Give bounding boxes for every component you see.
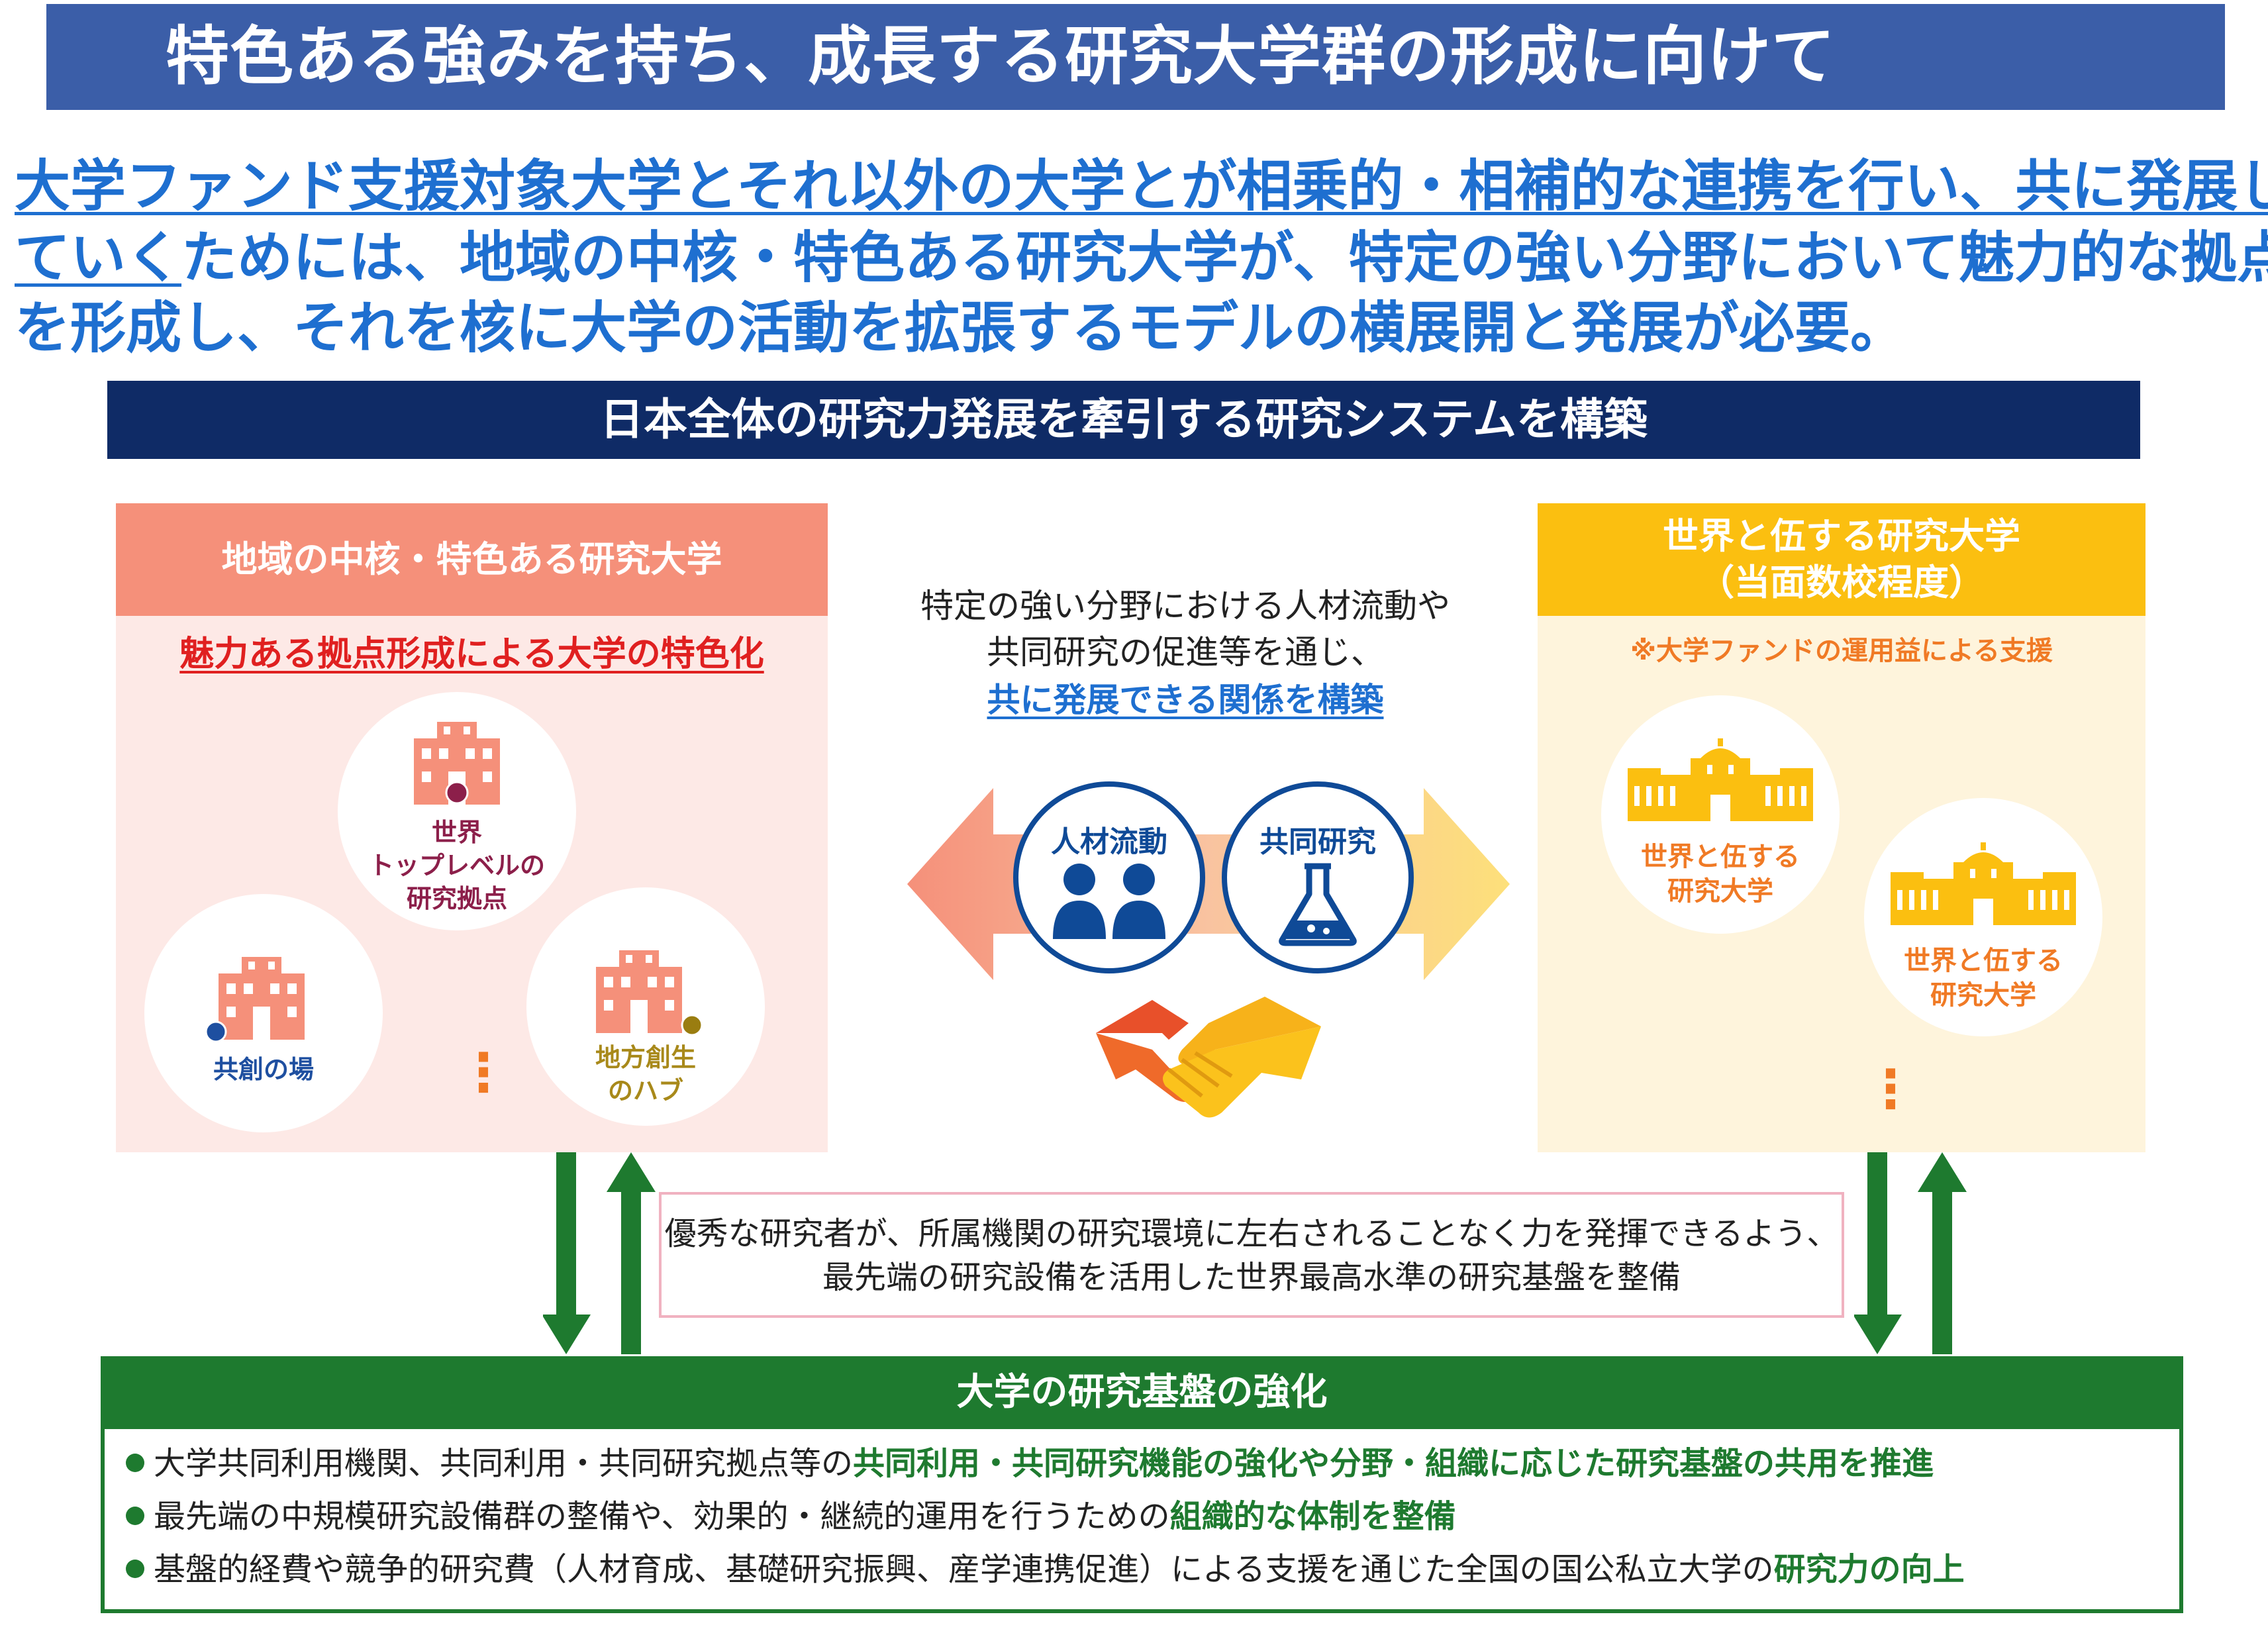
regional-hub-line2: のハブ [607,1076,683,1105]
middle-text-line-1: 特定の強い分野における人材流動や [920,587,1450,625]
right-ellipsis: ⋮ [1864,1058,1917,1120]
bullet-1-plain: 大学共同利用機関、共同利用・共同研究拠点等の [154,1445,854,1482]
handshake-icon [1096,997,1321,1118]
flask-icon [1279,863,1357,946]
world-class-header-line2: （当面数校程度） [1699,562,1985,603]
university-building-icon [1891,842,2076,925]
bullet-3-plain: 基盤的経費や競争的研究費（人材育成、基礎研究振興、産学連携促進）による支援を通じ… [154,1551,1774,1588]
lead-line-2-underlined: ていく [15,225,182,290]
world-top-level-line1: 世界 [431,818,482,847]
world-class-node-1-label: 世界と伍する 研究大学 [1601,840,1840,909]
world-top-level-line3: 研究拠点 [406,884,507,913]
world-top-level-label: 世界 トップレベルの 研究拠点 [338,816,576,915]
bullet-dot-icon [126,1454,144,1472]
regional-hub-line1: 地方創生 [595,1043,696,1072]
info-line-1: 優秀な研究者が、所属機関の研究環境に左右されることなく力を発揮できるよう、 [664,1215,1839,1252]
lead-line-2: ていくためには、地域の中核・特色ある研究大学が、特定の強い分野において魅力的な拠… [15,221,2268,294]
foundation-bullet-2: 最先端の中規模研究設備群の整備や、効果的・継続的運用を行うための組織的な体制を整… [126,1493,2172,1540]
personnel-mobility-label: 人材流動 [1051,825,1167,859]
personnel-mobility-badge [1013,781,1205,973]
building-icon [414,722,500,805]
page-title: 特色ある強みを持ち、成長する研究大学群の形成に向けて [166,19,1836,93]
foundation-bullet-1: 大学共同利用機関、共同利用・共同研究拠点等の共同利用・共同研究機能の強化や分野・… [126,1440,2172,1487]
research-foundation-header: 大学の研究基盤の強化 [101,1356,2183,1429]
world-class-node-1-line1: 世界と伍する [1641,842,1800,872]
people-icon [1053,864,1165,939]
bullet-dot-icon [126,1560,144,1578]
right-updown-arrows [1854,1152,1967,1354]
world-class-node-2-label: 世界と伍する 研究大学 [1864,944,2102,1013]
bullet-dot-icon [126,1507,144,1525]
bullet-2-emphasis: 組織的な体制を整備 [1169,1498,1456,1535]
lead-line-2-text: ためには、地域の中核・特色ある研究大学が、特定の強い分野において魅力的な拠点 [181,225,2268,290]
world-class-header-line1: 世界と伍する研究大学 [1663,515,2020,557]
middle-text-line-3: 共に発展できる関係を構築 [987,681,1384,719]
foundation-bullet-3: 基盤的経費や競争的研究費（人材育成、基礎研究振興、産学連携促進）による支援を通じ… [126,1546,2172,1593]
world-class-node-2-line2: 研究大学 [1930,980,2036,1011]
regional-university-slogan: 魅力ある拠点形成による大学の特色化 [179,634,764,674]
lead-line-1: 大学ファンド支援対象大学とそれ以外の大学とが相乗的・相補的な連携を行い、共に発展… [15,150,2268,223]
university-building-icon [1628,738,1813,821]
info-line-2: 最先端の研究設備を活用した世界最高水準の研究基盤を整備 [822,1259,1681,1296]
subtitle: 日本全体の研究力発展を牽引する研究システムを構築 [599,394,1648,445]
regional-university-header: 地域の中核・特色ある研究大学 [116,503,828,616]
lead-line-1-text: 大学ファンド支援対象大学とそれ以外の大学とが相乗的・相補的な連携を行い、共に発展… [15,154,2268,219]
left-updown-arrows [543,1152,656,1354]
middle-text-line-2: 共同研究の促進等を通じ、 [987,633,1384,671]
building-icon [205,957,305,1043]
bullet-3-emphasis: 研究力の向上 [1773,1551,1965,1588]
co-creation-label: 共創の場 [213,1055,314,1084]
research-infrastructure-box [659,1192,1844,1318]
university-fund-note: ※大学ファンドの運用益による支援 [1630,636,2053,666]
building-icon [596,950,703,1036]
bullet-2-plain: 最先端の中規模研究設備群の整備や、効果的・継続的運用を行うための [154,1498,1170,1535]
joint-research-label: 共同研究 [1259,825,1376,859]
world-top-level-line2: トップレベルの [368,851,545,880]
left-ellipsis: ⋮ [457,1042,510,1103]
two-way-arrow [907,788,1510,980]
lead-line-3: を形成し、それを核に大学の活動を拡張するモデルの横展開と発展が必要。 [15,295,1906,360]
bullet-1-emphasis: 共同利用・共同研究機能の強化や分野・組織に応じた研究基盤の共用を推進 [853,1445,1934,1482]
regional-hub-label: 地方創生 のハブ [526,1041,765,1107]
world-class-node-1-line2: 研究大学 [1667,876,1773,907]
world-class-university-header: 世界と伍する研究大学 （当面数校程度） [1538,503,2145,616]
world-class-node-2-line1: 世界と伍する [1904,946,2063,976]
title-bar [46,4,2225,110]
subtitle-bar [107,381,2140,459]
